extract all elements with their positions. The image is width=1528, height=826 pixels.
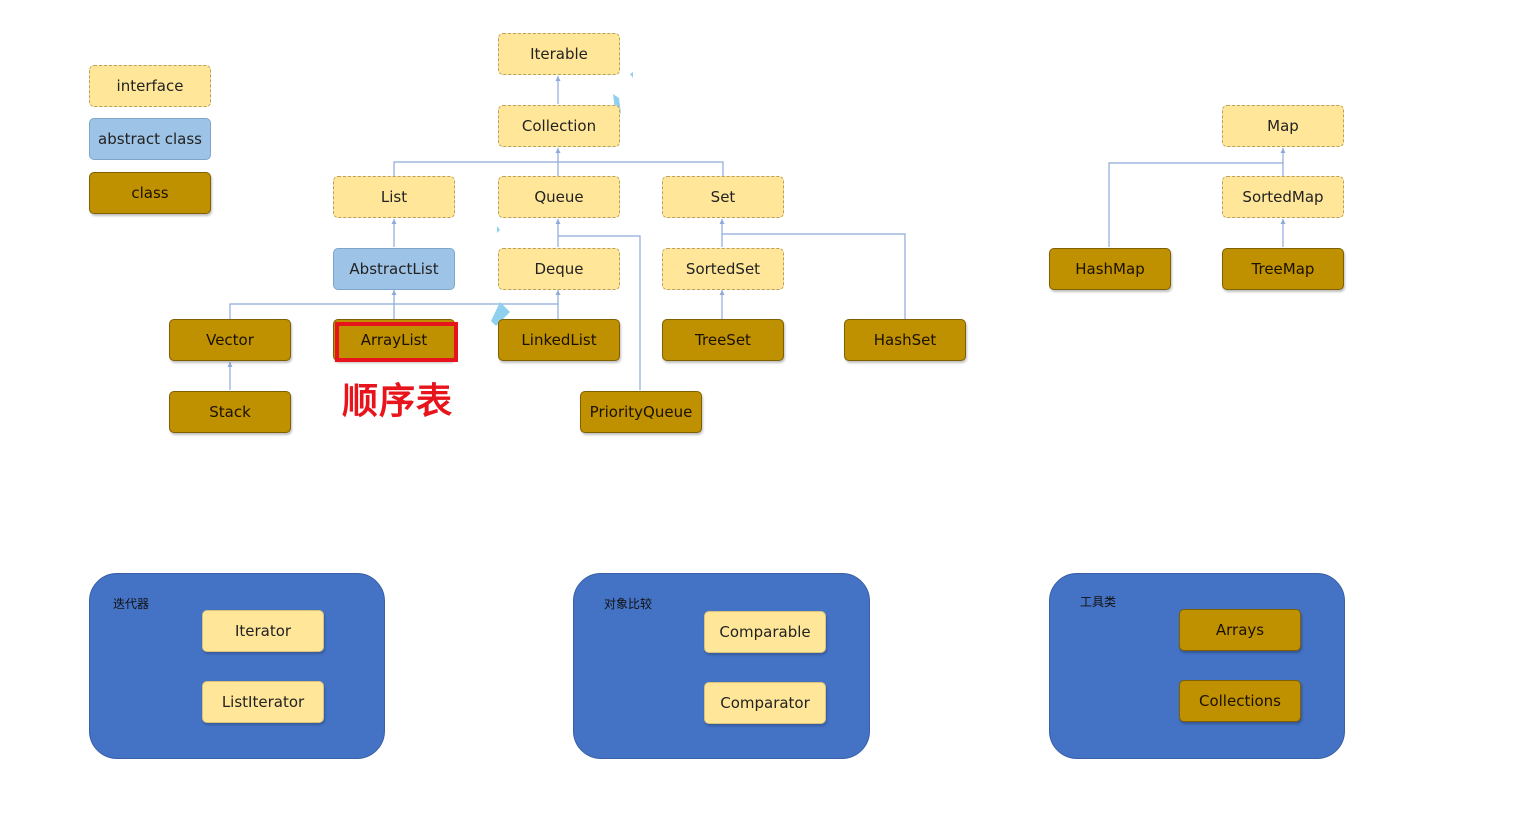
node-deque-label: Deque: [534, 260, 584, 278]
node-sorted-set[interactable]: SortedSet: [662, 248, 784, 290]
node-comparable-label: Comparable: [719, 623, 811, 641]
node-stack-label: Stack: [209, 403, 251, 421]
node-queue-label: Queue: [534, 188, 584, 206]
node-list-iterator[interactable]: ListIterator: [202, 681, 324, 723]
node-iterable[interactable]: Iterable: [498, 33, 620, 75]
node-map-label: Map: [1267, 117, 1299, 135]
node-tree-map[interactable]: TreeMap: [1222, 248, 1344, 290]
panel-comparison: 对象比较 Comparable Comparator: [573, 573, 870, 759]
node-array-list[interactable]: ArrayList: [333, 319, 455, 361]
node-hash-set-label: HashSet: [873, 331, 937, 349]
node-list[interactable]: List: [333, 176, 455, 218]
node-priority-queue[interactable]: PriorityQueue: [580, 391, 702, 433]
node-tree-set-label: TreeSet: [695, 331, 751, 349]
node-vector-label: Vector: [206, 331, 254, 349]
legend-interface-label: interface: [116, 77, 184, 95]
node-deque[interactable]: Deque: [498, 248, 620, 290]
node-hash-map-label: HashMap: [1075, 260, 1145, 278]
node-iterator[interactable]: Iterator: [202, 610, 324, 652]
node-array-list-label: ArrayList: [360, 331, 428, 349]
node-comparator[interactable]: Comparator: [704, 682, 826, 724]
node-set[interactable]: Set: [662, 176, 784, 218]
legend-class: class: [89, 172, 211, 214]
node-vector[interactable]: Vector: [169, 319, 291, 361]
node-comparable[interactable]: Comparable: [704, 611, 826, 653]
node-stack[interactable]: Stack: [169, 391, 291, 433]
node-abstract-list[interactable]: AbstractList: [333, 248, 455, 290]
node-sorted-map[interactable]: SortedMap: [1222, 176, 1344, 218]
node-hash-set[interactable]: HashSet: [844, 319, 966, 361]
panel-tools: 工具类 Arrays Collections: [1049, 573, 1345, 759]
node-tree-set[interactable]: TreeSet: [662, 319, 784, 361]
node-iterator-label: Iterator: [234, 622, 292, 640]
node-linked-list-label: LinkedList: [521, 331, 597, 349]
legend-class-label: class: [131, 184, 169, 202]
node-list-iterator-label: ListIterator: [221, 693, 305, 711]
panel-comparison-title: 对象比较: [604, 597, 653, 611]
node-list-label: List: [380, 188, 408, 206]
node-arrays-label: Arrays: [1215, 621, 1265, 639]
node-set-label: Set: [710, 188, 736, 206]
annotation-sequential-list: 顺序表: [342, 381, 454, 422]
node-comparator-label: Comparator: [720, 694, 810, 712]
panel-iterator-title: 迭代器: [113, 597, 150, 611]
legend-interface: interface: [89, 65, 211, 107]
node-hash-map[interactable]: HashMap: [1049, 248, 1171, 290]
node-collections-label: Collections: [1198, 692, 1281, 710]
legend-abstract-class-label: abstract class: [98, 130, 202, 148]
array-list-highlight-box: [335, 322, 458, 362]
node-collection[interactable]: Collection: [498, 105, 620, 147]
node-linked-list[interactable]: LinkedList: [498, 319, 620, 361]
node-collection-label: Collection: [521, 117, 597, 135]
panel-iterator: 迭代器 Iterator ListIterator: [89, 573, 385, 759]
panel-tools-title: 工具类: [1080, 595, 1117, 609]
node-iterable-label: Iterable: [530, 45, 588, 63]
legend-abstract-class: abstract class: [89, 118, 211, 160]
node-collections[interactable]: Collections: [1179, 680, 1301, 722]
node-arrays[interactable]: Arrays: [1179, 609, 1301, 651]
node-sorted-map-label: SortedMap: [1242, 188, 1324, 206]
node-map[interactable]: Map: [1222, 105, 1344, 147]
node-tree-map-label: TreeMap: [1251, 260, 1315, 278]
node-queue[interactable]: Queue: [498, 176, 620, 218]
node-priority-queue-label: PriorityQueue: [589, 403, 693, 421]
node-sorted-set-label: SortedSet: [685, 260, 761, 278]
node-abstract-list-label: AbstractList: [349, 260, 439, 278]
